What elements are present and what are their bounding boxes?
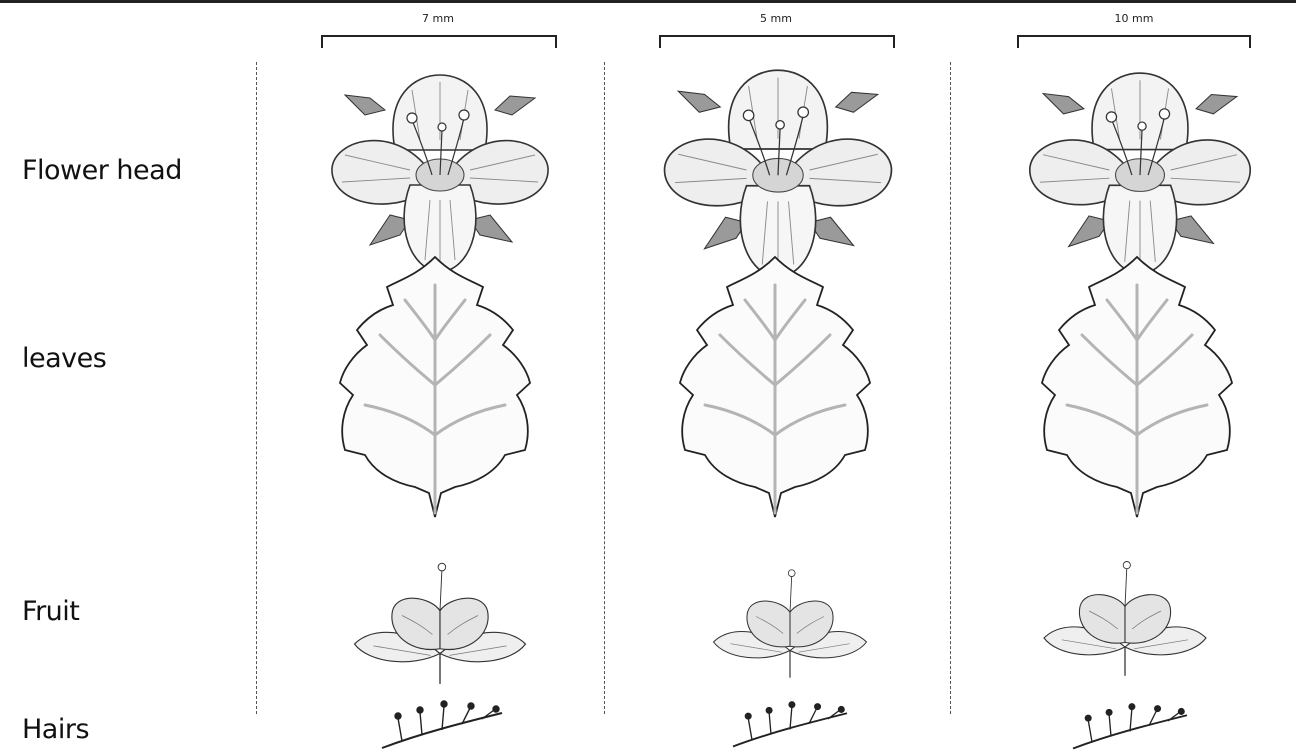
scale-bars <box>322 36 1250 48</box>
